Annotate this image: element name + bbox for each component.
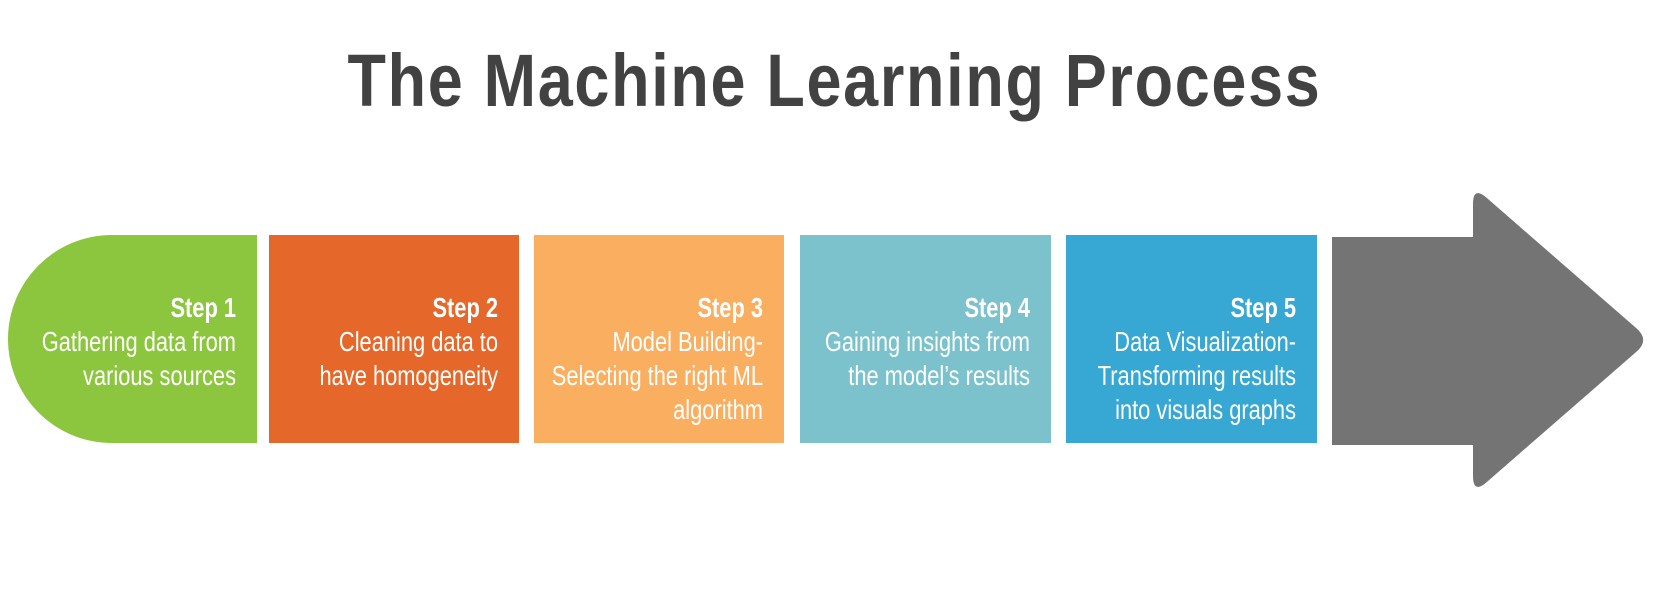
step-3-box: Step 3 Model Building- Selecting the rig… (534, 235, 784, 443)
step-4-line: the model’s results (848, 360, 1030, 391)
step-2-text: Step 2 Cleaning data to have homogeneity (241, 291, 498, 393)
step-1-box: Step 1 Gathering data from various sourc… (8, 235, 257, 443)
step-5-line: Data Visualization- (1114, 326, 1296, 357)
step-1-line: Gathering data from (41, 326, 236, 357)
step-4-line: Gaining insights from (824, 326, 1030, 357)
step-5-line: into visuals graphs (1115, 394, 1296, 425)
step-4-text: Step 4 Gaining insights from the model’s… (773, 291, 1030, 393)
step-4-box: Step 4 Gaining insights from the model’s… (800, 235, 1051, 443)
step-4-label: Step 4 (964, 292, 1030, 323)
step-5-label: Step 5 (1230, 292, 1296, 323)
page-title: The Machine Learning Process (347, 39, 1322, 122)
step-2-line: Cleaning data to (338, 326, 498, 357)
step-5-box: Step 5 Data Visualization- Transforming … (1066, 235, 1317, 443)
forward-arrow-icon (1332, 193, 1644, 487)
step-3-line: Selecting the right ML (551, 360, 763, 391)
step-2-box: Step 2 Cleaning data to have homogeneity (269, 235, 519, 443)
step-1-line: various sources (83, 360, 236, 391)
step-2-line: have homogeneity (319, 360, 498, 391)
forward-arrow-shape (1332, 193, 1644, 487)
step-3-label: Step 3 (697, 292, 763, 323)
step-3-line: Model Building- (612, 326, 763, 357)
step-3-line: algorithm (673, 394, 763, 425)
step-2-label: Step 2 (432, 292, 498, 323)
step-1-label: Step 1 (170, 292, 236, 323)
step-1-text: Step 1 Gathering data from various sourc… (0, 291, 236, 393)
step-5-text: Step 5 Data Visualization- Transforming … (1039, 291, 1296, 427)
step-3-text: Step 3 Model Building- Selecting the rig… (506, 291, 763, 427)
step-5-line: Transforming results (1097, 360, 1296, 391)
